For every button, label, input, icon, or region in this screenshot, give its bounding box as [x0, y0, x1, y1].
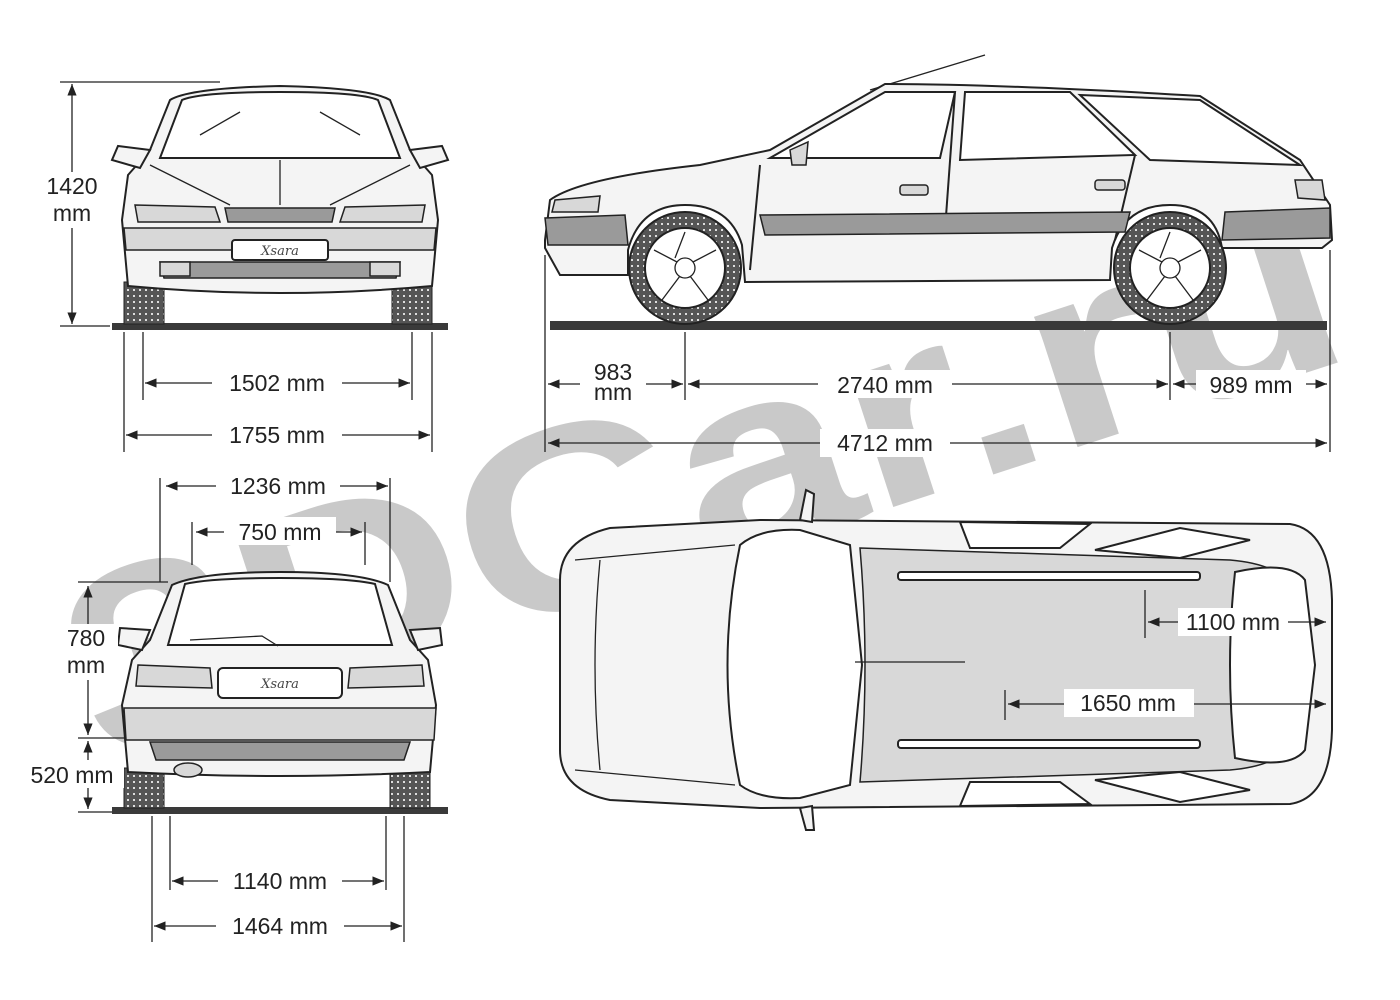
side-front-door-handle: [899, 184, 929, 196]
rear-badge-text: Xsara: [260, 677, 299, 692]
front-height-value: 1420: [46, 173, 97, 199]
rear-left-tyre: [123, 767, 165, 809]
top-rear-window: [1229, 566, 1317, 764]
top-roof-rail-right: [897, 739, 1201, 749]
rear-right-mirror: [408, 626, 444, 652]
rear-tailgate-width-label: 1236 mm: [230, 473, 326, 499]
side-length-label: 4712 mm: [837, 430, 933, 456]
rear-tailgate-height-value: 780: [67, 625, 105, 651]
rear-left-light: [135, 664, 213, 689]
side-ground-line: [550, 321, 1327, 330]
side-front-overhang-unit: mm: [594, 379, 632, 405]
top-folded-load-length-label: 1650 mm: [1080, 690, 1176, 716]
side-rear-overhang-label: 989 mm: [1209, 372, 1292, 398]
top-left-mirror: [798, 488, 816, 524]
front-width-label: 1755 mm: [229, 422, 325, 448]
rear-right-light: [347, 664, 425, 689]
side-rear-bumper: [1221, 207, 1331, 241]
front-right-headlight: [338, 204, 426, 223]
side-view: 983 mm 2740 mm 989 mm 4712 mm: [544, 54, 1334, 457]
side-front-bumper: [544, 214, 629, 246]
rear-right-tyre: [389, 767, 431, 809]
rear-loading-height-label: 520 mm: [30, 762, 113, 788]
front-left-headlight: [134, 204, 222, 223]
front-track-label: 1502 mm: [229, 370, 325, 396]
front-lower-intake: [159, 261, 401, 279]
top-windscreen: [726, 528, 864, 800]
side-rear-door-handle: [1094, 179, 1126, 191]
front-view: Xsara 1420 mm 1502 mm 1755 mm: [36, 81, 450, 452]
front-left-mirror: [110, 144, 152, 170]
front-height-unit: mm: [53, 200, 91, 226]
rear-wheelarch-width-label: 1464 mm: [232, 913, 328, 939]
rear-window: [166, 576, 394, 646]
front-ground-line: [112, 323, 448, 330]
rear-bumper: [123, 707, 437, 741]
top-view: 1100 mm 1650 mm: [559, 488, 1333, 831]
front-grille: [224, 207, 336, 223]
front-windscreen: [158, 90, 402, 159]
rear-window-width-label: 750 mm: [238, 519, 321, 545]
rear-view: Xsara 1236 mm 750 mm 780 mm 520 mm 114: [20, 471, 448, 942]
top-right-mirror: [798, 804, 816, 831]
rear-ground-line: [112, 807, 448, 814]
side-headlight: [551, 195, 601, 213]
rear-tailgate-height-unit: mm: [67, 652, 105, 678]
side-front-wheel: [644, 227, 726, 309]
rear-plate: [217, 667, 343, 699]
side-rub-strip: [759, 211, 1131, 236]
side-wheelbase-label: 2740 mm: [837, 372, 933, 398]
front-badge-text: Xsara: [260, 244, 299, 259]
front-badge-plate: [231, 239, 329, 261]
side-rear-wheel: [1129, 227, 1211, 309]
top-roof-rail-left: [897, 571, 1201, 581]
side-mirror: [789, 140, 809, 166]
side-rear-light: [1294, 179, 1326, 201]
rear-lower-valance: [148, 741, 412, 761]
rear-track-label: 1140 mm: [233, 868, 327, 894]
front-right-mirror: [408, 144, 450, 170]
top-load-length-label: 1100 mm: [1186, 609, 1280, 635]
side-front-overhang-value: 983: [594, 359, 632, 385]
rear-exhaust: [173, 762, 203, 778]
side-quarter-window: [1077, 93, 1304, 167]
